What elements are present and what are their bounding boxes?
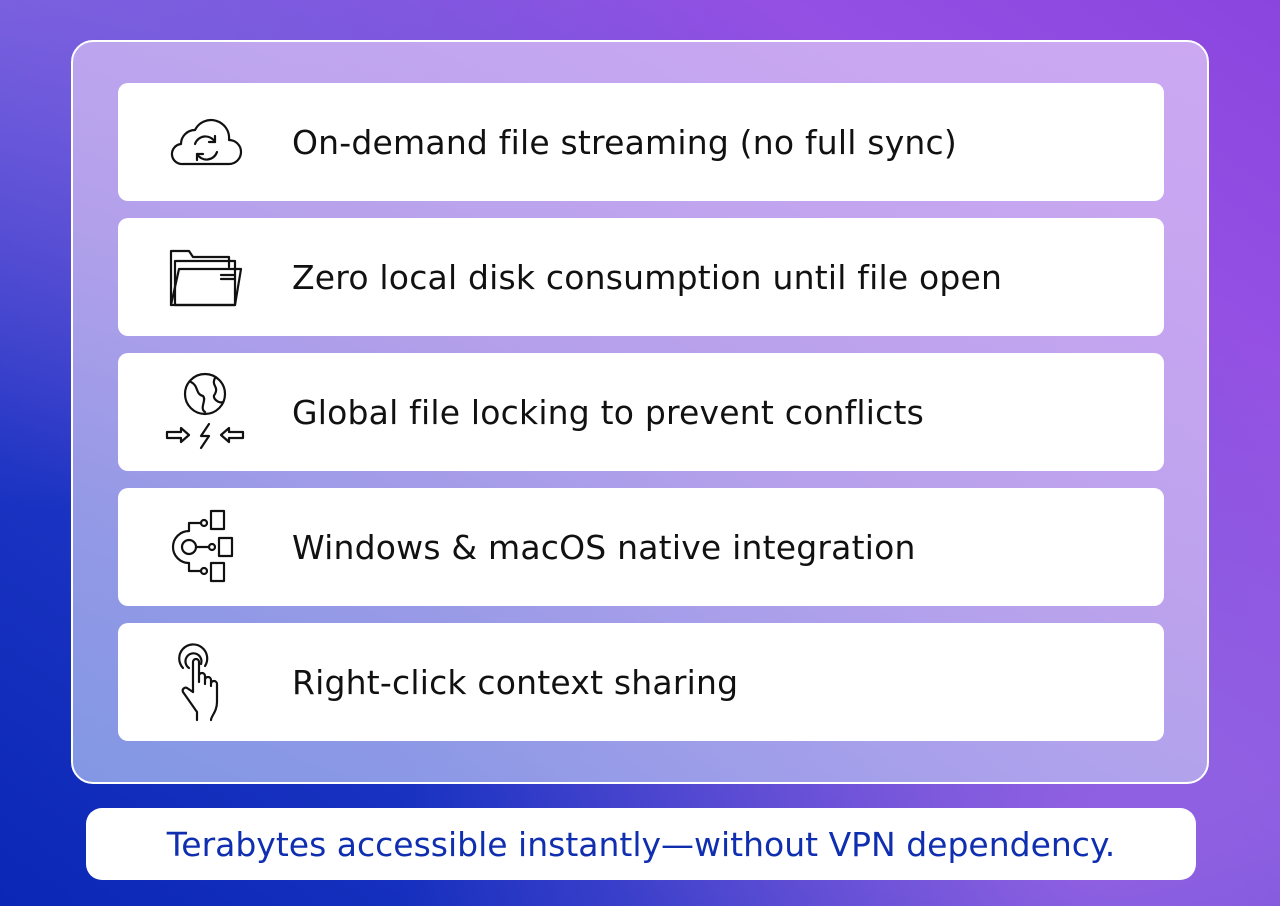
features-panel: On-demand file streaming (no full sync) … [71, 40, 1209, 784]
folder-icon [160, 237, 250, 317]
feature-card-disk: Zero local disk consumption until file o… [118, 218, 1164, 336]
feature-card-streaming: On-demand file streaming (no full sync) [118, 83, 1164, 201]
tap-hand-icon [160, 642, 250, 722]
cloud-sync-icon [160, 102, 250, 182]
globe-lock-icon [160, 372, 250, 452]
feature-label: Windows & macOS native integration [292, 527, 916, 567]
tagline-text: Terabytes accessible instantly—without V… [166, 824, 1116, 864]
feature-label: Global file locking to prevent conflicts [292, 392, 925, 432]
tagline-banner: Terabytes accessible instantly—without V… [86, 808, 1196, 880]
integration-gear-icon [160, 507, 250, 587]
feature-card-sharing: Right-click context sharing [118, 623, 1164, 741]
feature-card-locking: Global file locking to prevent conflicts [118, 353, 1164, 471]
feature-card-integration: Windows & macOS native integration [118, 488, 1164, 606]
feature-label: Right-click context sharing [292, 662, 739, 702]
feature-label: Zero local disk consumption until file o… [292, 257, 1003, 297]
feature-label: On-demand file streaming (no full sync) [292, 122, 957, 162]
